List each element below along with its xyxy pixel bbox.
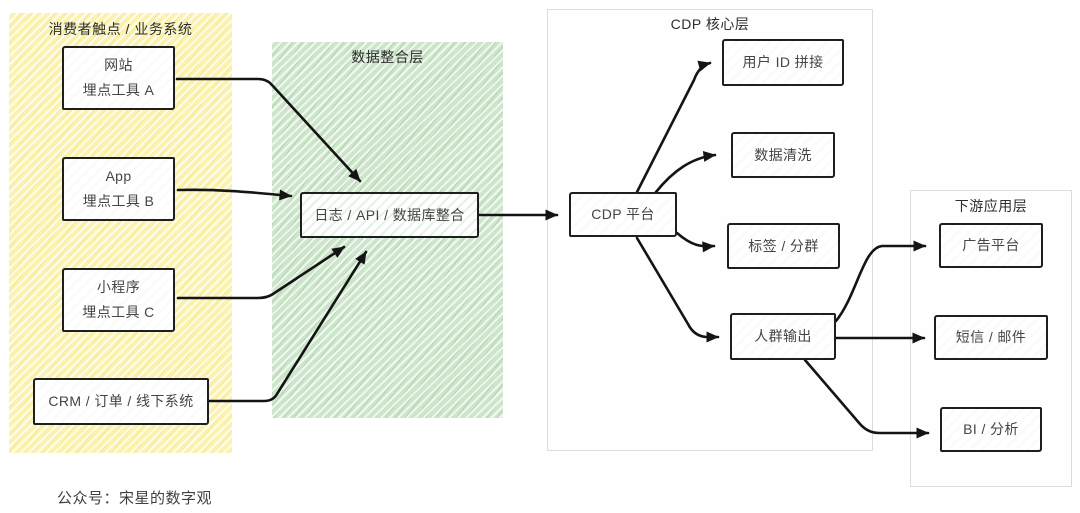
- node-data-cleaning: 数据清洗: [731, 132, 835, 178]
- node-log-api-label: 日志 / API / 数据库整合: [314, 206, 465, 223]
- node-tags-segments-label: 标签 / 分群: [748, 237, 819, 254]
- node-bi-analytics-label: BI / 分析: [963, 421, 1019, 437]
- region-title-downstream-application-layer: 下游应用层: [954, 198, 1028, 214]
- node-app-line1: App: [105, 168, 132, 184]
- node-crm-label: CRM / 订单 / 线下系统: [48, 393, 194, 409]
- node-cdp-platform: CDP 平台: [569, 192, 677, 237]
- footer-wechat-account: 公众号：宋星的数字观: [57, 490, 213, 507]
- node-app-line2: 埋点工具 B: [82, 193, 155, 209]
- node-audience-output-label: 人群输出: [754, 328, 812, 344]
- region-title-data-integration-layer: 数据整合层: [351, 49, 424, 65]
- node-sms-email-label: 短信 / 邮件: [955, 329, 1027, 345]
- node-website-line2: 埋点工具 A: [82, 82, 155, 98]
- node-audience-output: 人群输出: [730, 313, 836, 360]
- node-crm-orders-offline: CRM / 订单 / 线下系统: [33, 378, 209, 425]
- node-miniprogram: 小程序 埋点工具 C: [62, 268, 175, 332]
- node-log-api-db-integration: 日志 / API / 数据库整合: [300, 192, 479, 238]
- node-website: 网站 埋点工具 A: [62, 46, 175, 110]
- node-miniprogram-line1: 小程序: [96, 279, 141, 295]
- node-user-id-stitching-label: 用户 ID 拼接: [742, 54, 824, 70]
- node-user-id-stitching: 用户 ID 拼接: [722, 39, 844, 86]
- node-sms-email: 短信 / 邮件: [934, 315, 1048, 360]
- region-title-consumer-touchpoints: 消费者触点 / 业务系统: [48, 21, 193, 37]
- node-website-line1: 网站: [104, 57, 133, 73]
- node-ad-platform-label: 广告平台: [962, 237, 1020, 253]
- node-cdp-platform-label: CDP 平台: [591, 206, 655, 222]
- node-bi-analytics: BI / 分析: [940, 407, 1042, 452]
- node-data-cleaning-label: 数据清洗: [754, 146, 812, 163]
- node-tags-segments: 标签 / 分群: [727, 223, 840, 269]
- node-app: App 埋点工具 B: [62, 157, 175, 221]
- node-miniprogram-line2: 埋点工具 C: [82, 304, 155, 320]
- region-title-cdp-core-layer: CDP 核心层: [670, 16, 750, 32]
- node-ad-platform: 广告平台: [939, 223, 1043, 268]
